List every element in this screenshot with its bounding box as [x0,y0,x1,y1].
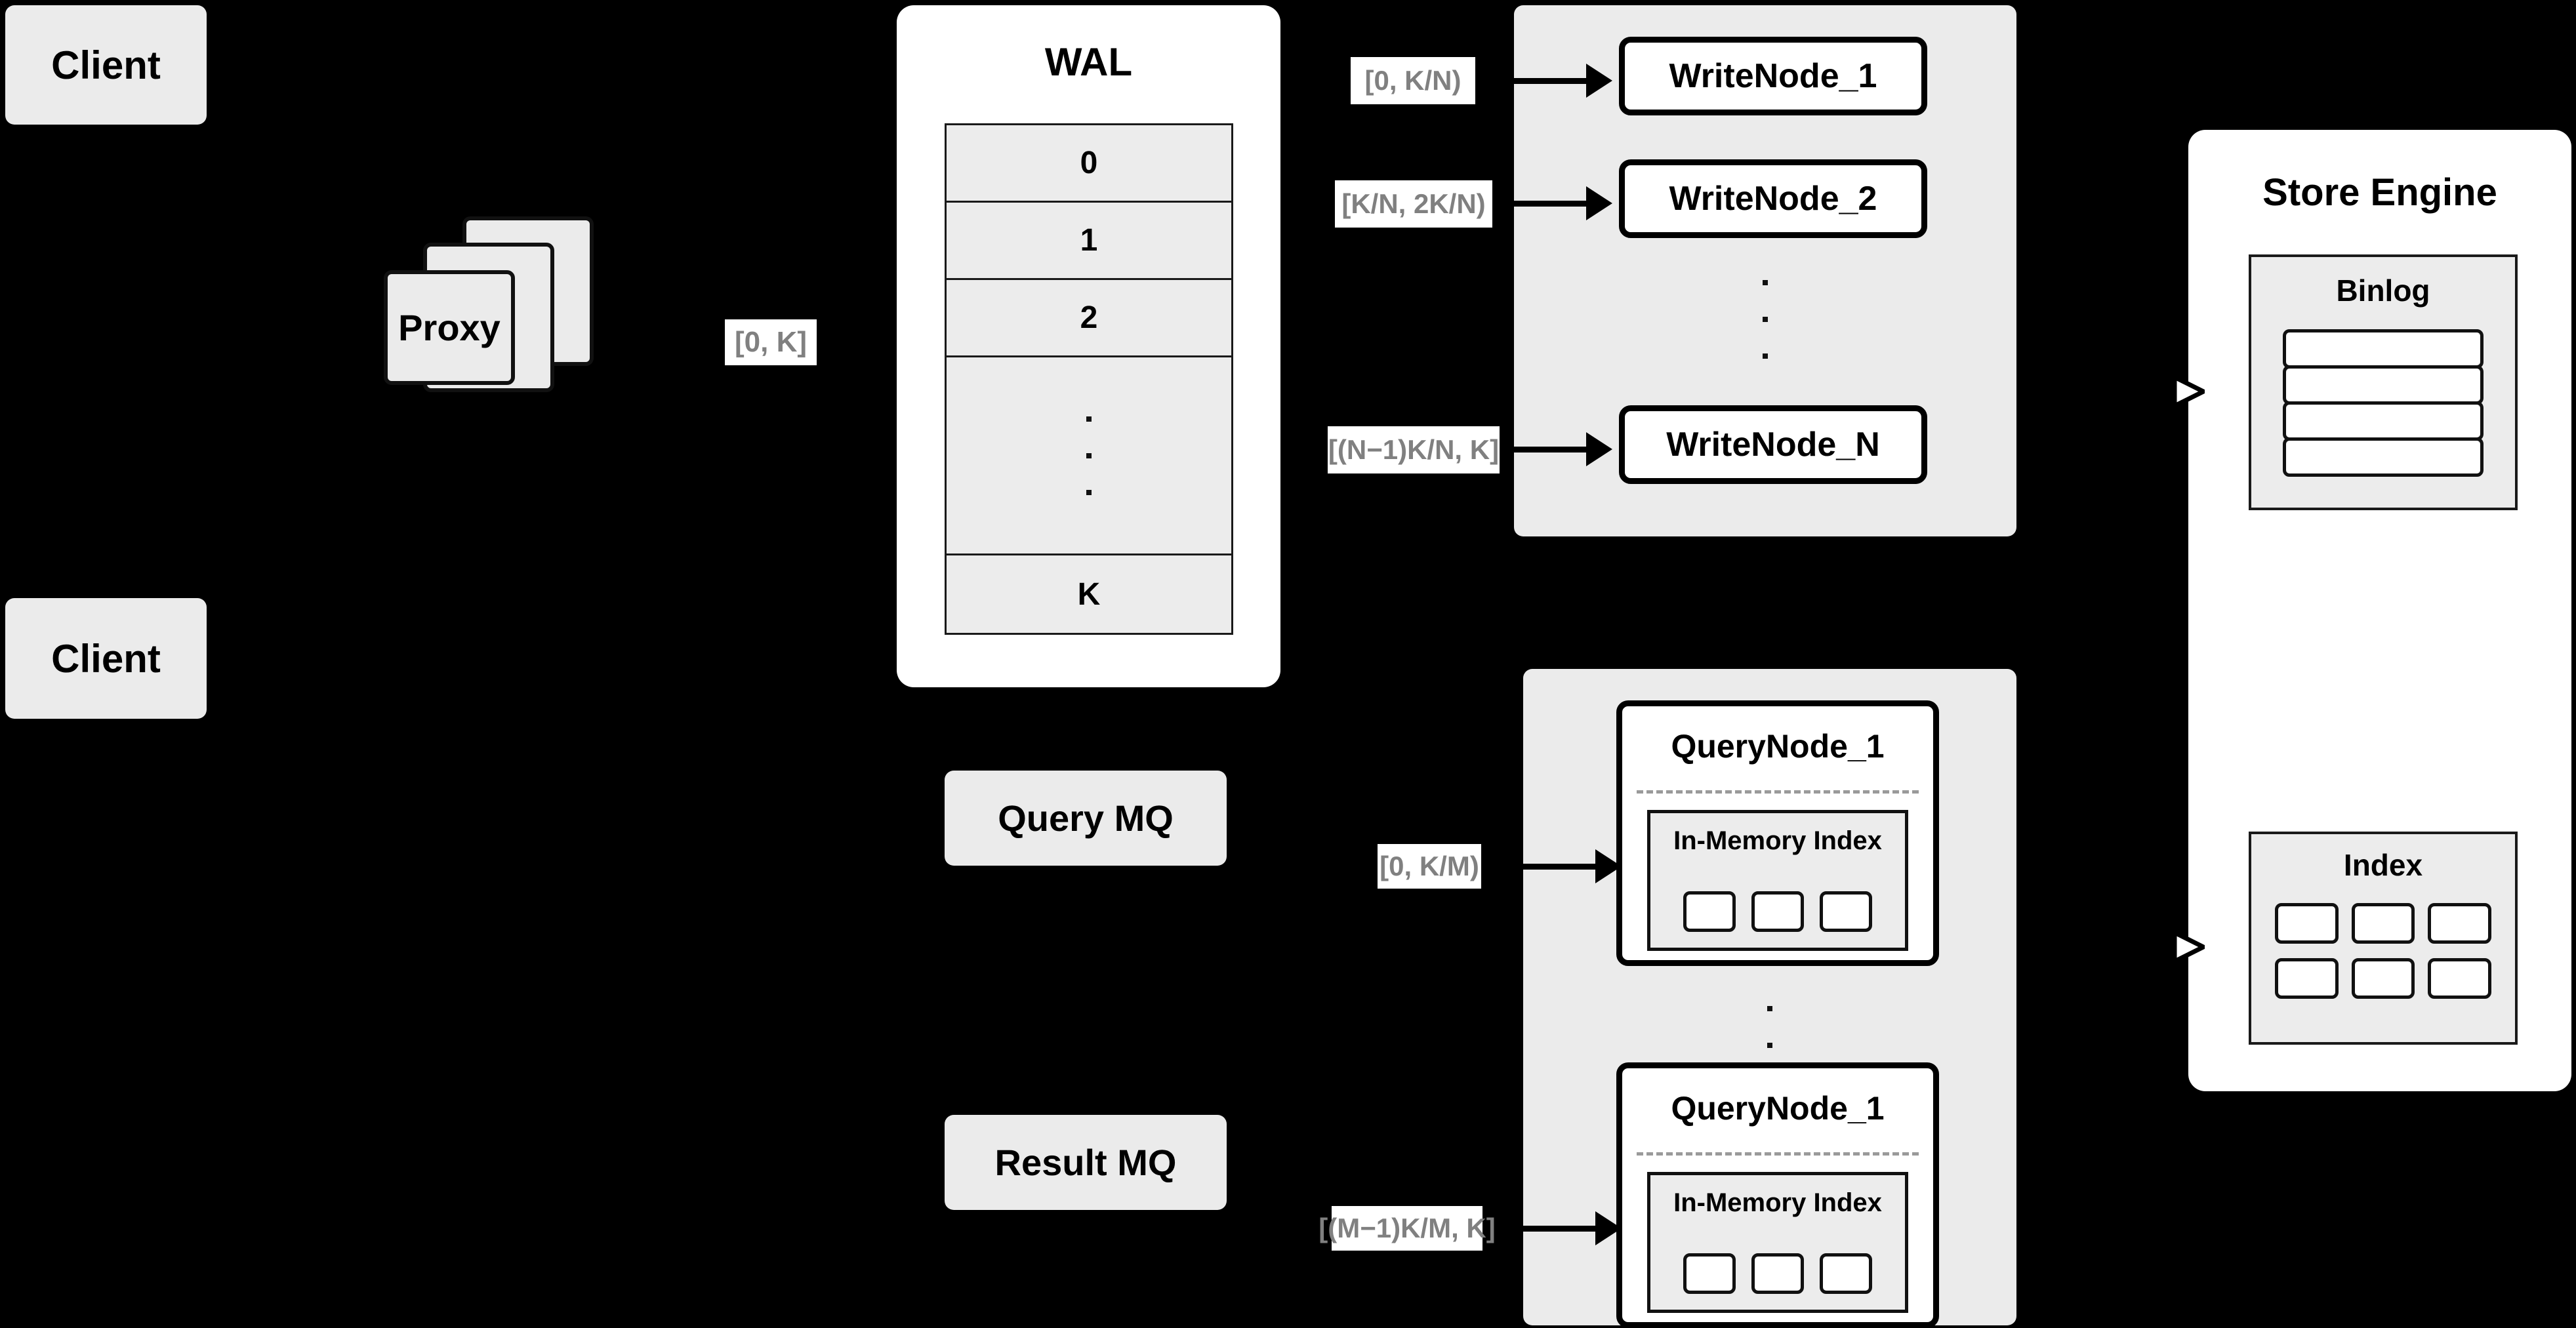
querynode-1-separator [1637,790,1919,794]
binlog-row [2283,365,2484,405]
querynode-m[interactable]: QueryNode_1 In-Memory Index [1616,1062,1939,1328]
querynode-group: QueryNode_1 In-Memory Index QueryNode_1 … [1523,669,2016,1328]
edge-label-writenode-1: [0, K/N) [1351,57,1475,104]
index-slot [1820,891,1872,932]
arrow-line-to-index [2129,944,2175,950]
index-slot [1751,1253,1804,1294]
binlog-row [2283,437,2484,477]
proxy-label: Proxy [398,307,501,348]
querynode-m-inmemory-index-title: In-Memory Index [1673,1188,1882,1217]
querynode-m-title: QueryNode_1 [1671,1090,1885,1127]
writenode-1[interactable]: WriteNode_1 [1619,37,1927,115]
index-slot [1820,1253,1872,1294]
index-slot [2428,958,2491,999]
binlog-title: Binlog [2336,273,2430,308]
index-title: Index [2343,848,2423,882]
index-slot [1751,891,1804,932]
arrow-line-querynode-m [1494,1226,1595,1232]
querynode-1-title: QueryNode_1 [1671,728,1885,765]
binlog-row [2283,329,2484,369]
vertical-dots-icon [1086,401,1092,511]
index-slot [2428,903,2491,944]
edge-label-querynode-1: [0, K/M) [1378,844,1481,889]
edge-label-writenode-n: [(N−1)K/N, K] [1328,426,1500,473]
index-slot [1683,1253,1736,1294]
arrow-line-querynode-1 [1494,864,1595,870]
store-engine-panel: Store Engine Binlog Index [2188,130,2571,1091]
querynode-1-index-slots [1650,891,1905,932]
writenode-n[interactable]: WriteNode_N [1619,405,1927,484]
querynode-m-index-slots [1650,1253,1905,1294]
arrow-line-writenode-1 [1488,78,1586,84]
index-slot [1683,891,1736,932]
querynode-1-inmemory-index: In-Memory Index [1647,810,1908,951]
querynode-1-inmemory-index-title: In-Memory Index [1673,826,1882,855]
binlog-box: Binlog [2249,254,2518,510]
querynode-m-inmemory-index: In-Memory Index [1647,1172,1908,1313]
querynode-1[interactable]: QueryNode_1 In-Memory Index [1616,700,1939,966]
query-mq-box[interactable]: Query MQ [945,771,1227,866]
index-slot [2275,958,2339,999]
index-box: Index [2249,832,2518,1045]
arrow-head-writenode-1 [1586,64,1612,98]
wal-title: WAL [1044,40,1133,84]
querynode-m-separator [1637,1152,1919,1156]
wal-row-0: 0 [947,125,1231,203]
client-box-2[interactable]: Client [5,598,207,719]
wal-panel: WAL 0 1 2 K [897,5,1280,687]
arrow-line-writenode-2 [1498,201,1586,207]
query-mq-label: Query MQ [998,797,1174,839]
result-mq-box[interactable]: Result MQ [945,1115,1227,1210]
arrow-head-writenode-n [1586,432,1612,466]
arrow-line-to-binlog [2129,389,2175,394]
index-slot [2275,903,2339,944]
writenode-vertical-dots-icon [1763,264,1768,374]
wal-row-2: 2 [947,280,1231,357]
wal-row-1: 1 [947,203,1231,280]
client-label-2: Client [51,636,161,681]
store-engine-title: Store Engine [2262,171,2497,214]
index-slot [2351,958,2415,999]
edge-label-querynode-m: [(M−1)K/M, K] [1319,1206,1496,1251]
writenode-2-label: WriteNode_2 [1669,180,1877,218]
arrow-head-querynode-m [1595,1211,1622,1245]
wal-table: 0 1 2 K [945,123,1233,635]
index-slot [2351,903,2415,944]
binlog-row [2283,401,2484,441]
arrow-head-querynode-1 [1595,849,1622,883]
wal-row-ellipsis [947,357,1231,555]
writenode-n-label: WriteNode_N [1666,426,1880,464]
client-box-1[interactable]: Client [5,5,207,125]
arrow-head-writenode-2 [1586,186,1612,220]
result-mq-label: Result MQ [994,1142,1177,1183]
wal-row-k: K [947,555,1231,633]
edge-label-writenode-2: [K/N, 2K/N) [1335,180,1492,228]
proxy-card-front[interactable]: Proxy [384,270,515,385]
arrow-line-writenode-n [1502,447,1586,453]
arrow-head-hollow-to-binlog [2173,375,2205,408]
writenode-1-label: WriteNode_1 [1669,57,1877,95]
edge-label-proxy-to-wal: [0, K] [725,319,817,365]
arrow-head-hollow-to-index [2173,931,2205,963]
writenode-2[interactable]: WriteNode_2 [1619,159,1927,238]
client-label-1: Client [51,43,161,87]
binlog-rows [2283,329,2484,477]
index-grid [2275,903,2491,999]
proxy-stack[interactable]: Proxy [384,216,613,433]
